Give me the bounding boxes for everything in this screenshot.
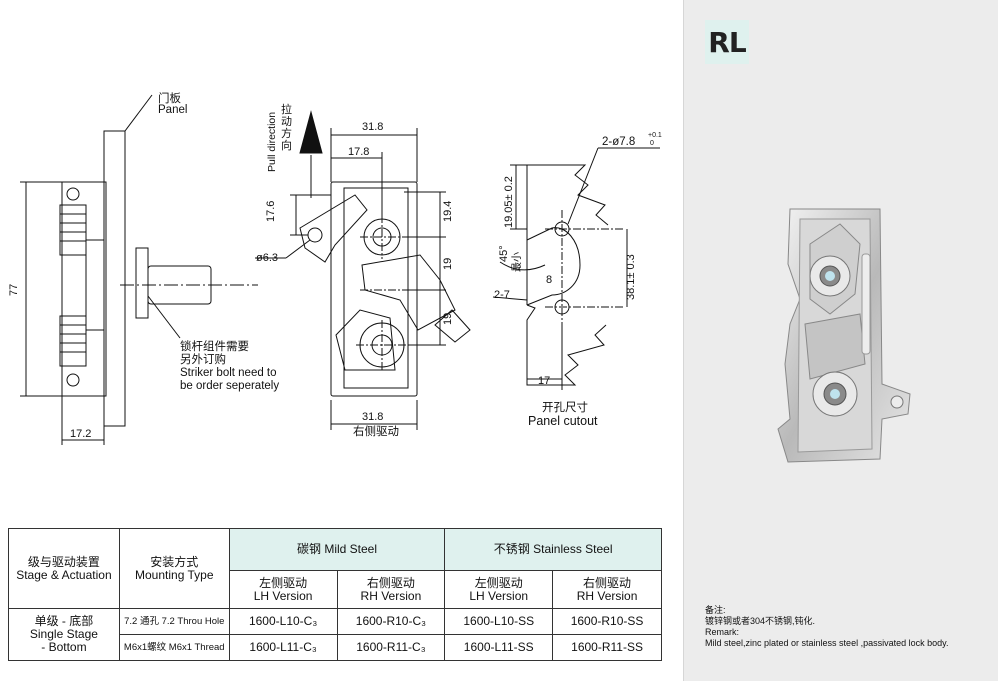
header-stage: 级与驱动装置 Stage & Actuation	[8, 528, 120, 609]
header-mild-steel: 碳钢 Mild Steel	[228, 528, 446, 571]
header-stainless-steel: 不锈钢 Stainless Steel	[444, 528, 662, 571]
dim-17-6: 17.6	[265, 200, 277, 222]
table-row: M6x1螺纹 M6x1 Thread 1600-L11-C₃ 1600-R11-…	[9, 634, 662, 661]
dim-31-8-top: 31.8	[362, 121, 384, 133]
remark-cn-text: 镀锌钢或者304不锈钢,钝化.	[705, 616, 816, 626]
part-number: 1600-L11-C₃	[228, 634, 338, 661]
dim-17-2: 17.2	[70, 428, 92, 440]
part-number: 1600-R11-SS	[552, 634, 662, 661]
cutout-label-cn: 开孔尺寸	[542, 402, 588, 414]
part-number: 1600-L10-SS	[444, 608, 554, 635]
hole-tol-lower: 0	[650, 140, 654, 147]
technical-drawing	[20, 94, 660, 445]
row-mount: 7.2 通孔 7.2 Throu Hole	[118, 608, 230, 635]
lock-product-image	[777, 208, 911, 463]
remark-en-title: Remark:	[705, 627, 740, 637]
dim-19-05: 19.05± 0.2	[503, 176, 515, 228]
table-row: 单级 - 底部 Single Stage - Bottom 7.2 通孔 7.2…	[8, 608, 662, 661]
pull-direction-en: Pull direction	[266, 111, 278, 172]
striker-note-en-1: Striker bolt need to	[180, 367, 277, 379]
cutout-label-en: Panel cutout	[528, 414, 598, 428]
pull-direction-cn: 拉动方向	[281, 104, 292, 152]
hole-tol-upper: +0.1	[648, 132, 662, 139]
dim-31-8-bottom: 31.8	[362, 411, 384, 423]
striker-note-en-2: be order seperately	[180, 380, 280, 392]
row-stage: 单级 - 底部 Single Stage - Bottom	[8, 608, 120, 661]
rh-cn: 右侧驱动	[583, 575, 632, 590]
hole-dim: 2-ø7.8	[602, 136, 636, 148]
header-mount-en: Mounting Type	[135, 567, 214, 582]
remark-cn-title: 备注:	[705, 605, 726, 615]
remark-block: 备注: 镀锌钢或者304不锈钢,钝化. Remark: Mild steel,z…	[705, 605, 948, 649]
dim-8: 8	[546, 274, 553, 286]
part-number: 1600-R10-SS	[552, 608, 662, 635]
dim-77: 77	[8, 283, 20, 296]
dim-38-1: 38.1± 0.3	[625, 254, 637, 300]
dim-max: 最小	[512, 252, 523, 272]
dim-phi-6-3: ø6.3	[256, 252, 279, 264]
lh-cn: 左侧驱动	[474, 575, 523, 590]
dim-19-b: 19	[442, 312, 454, 325]
rh-en: RH Version	[576, 588, 638, 603]
header-mount: 安装方式 Mounting Type	[118, 528, 230, 609]
panel-label-cn: 门板	[158, 93, 181, 105]
row-stage-3: - Bottom	[41, 640, 87, 654]
spec-table: 级与驱动装置 Stage & Actuation 安装方式 Mounting T…	[8, 528, 662, 661]
part-number: 1600-L11-SS	[444, 634, 554, 661]
dim-19-a: 19	[442, 257, 454, 270]
dim-17-cut: 17	[538, 375, 551, 387]
row-stage-1: 单级 - 底部	[34, 614, 94, 628]
dim-45: 45°	[498, 245, 510, 262]
part-number: 1600-R10-C₃	[336, 608, 446, 635]
dim-17-8: 17.8	[348, 146, 370, 158]
header-mount-cn: 安装方式	[150, 554, 199, 569]
rh-drive-label: 右侧驱动	[353, 426, 399, 438]
striker-note-cn-1: 锁杆组件需要	[180, 341, 249, 353]
row-mount: M6x1螺纹 M6x1 Thread	[118, 634, 230, 661]
header-stage-en: Stage & Actuation	[16, 567, 112, 582]
remark-en-text: Mild steel,zinc plated or stainless stee…	[705, 638, 949, 648]
lh-en: LH Version	[253, 588, 313, 603]
panel-label-en: Panel	[158, 104, 188, 116]
rh-en: RH Version	[360, 588, 422, 603]
row-stage-2: Single Stage	[29, 627, 98, 641]
dim-19-4: 19.4	[442, 200, 454, 222]
dim-2-7: 2-7	[494, 289, 510, 301]
striker-note-cn-2: 另外订购	[180, 354, 226, 366]
lh-cn: 左侧驱动	[259, 575, 308, 590]
header-stage-cn: 级与驱动装置	[27, 554, 100, 569]
rl-badge: RL	[705, 20, 749, 64]
lh-en: LH Version	[469, 588, 529, 603]
part-number: 1600-R11-C₃	[336, 634, 446, 661]
rh-cn: 右侧驱动	[366, 575, 415, 590]
part-number: 1600-L10-C₃	[228, 608, 338, 635]
